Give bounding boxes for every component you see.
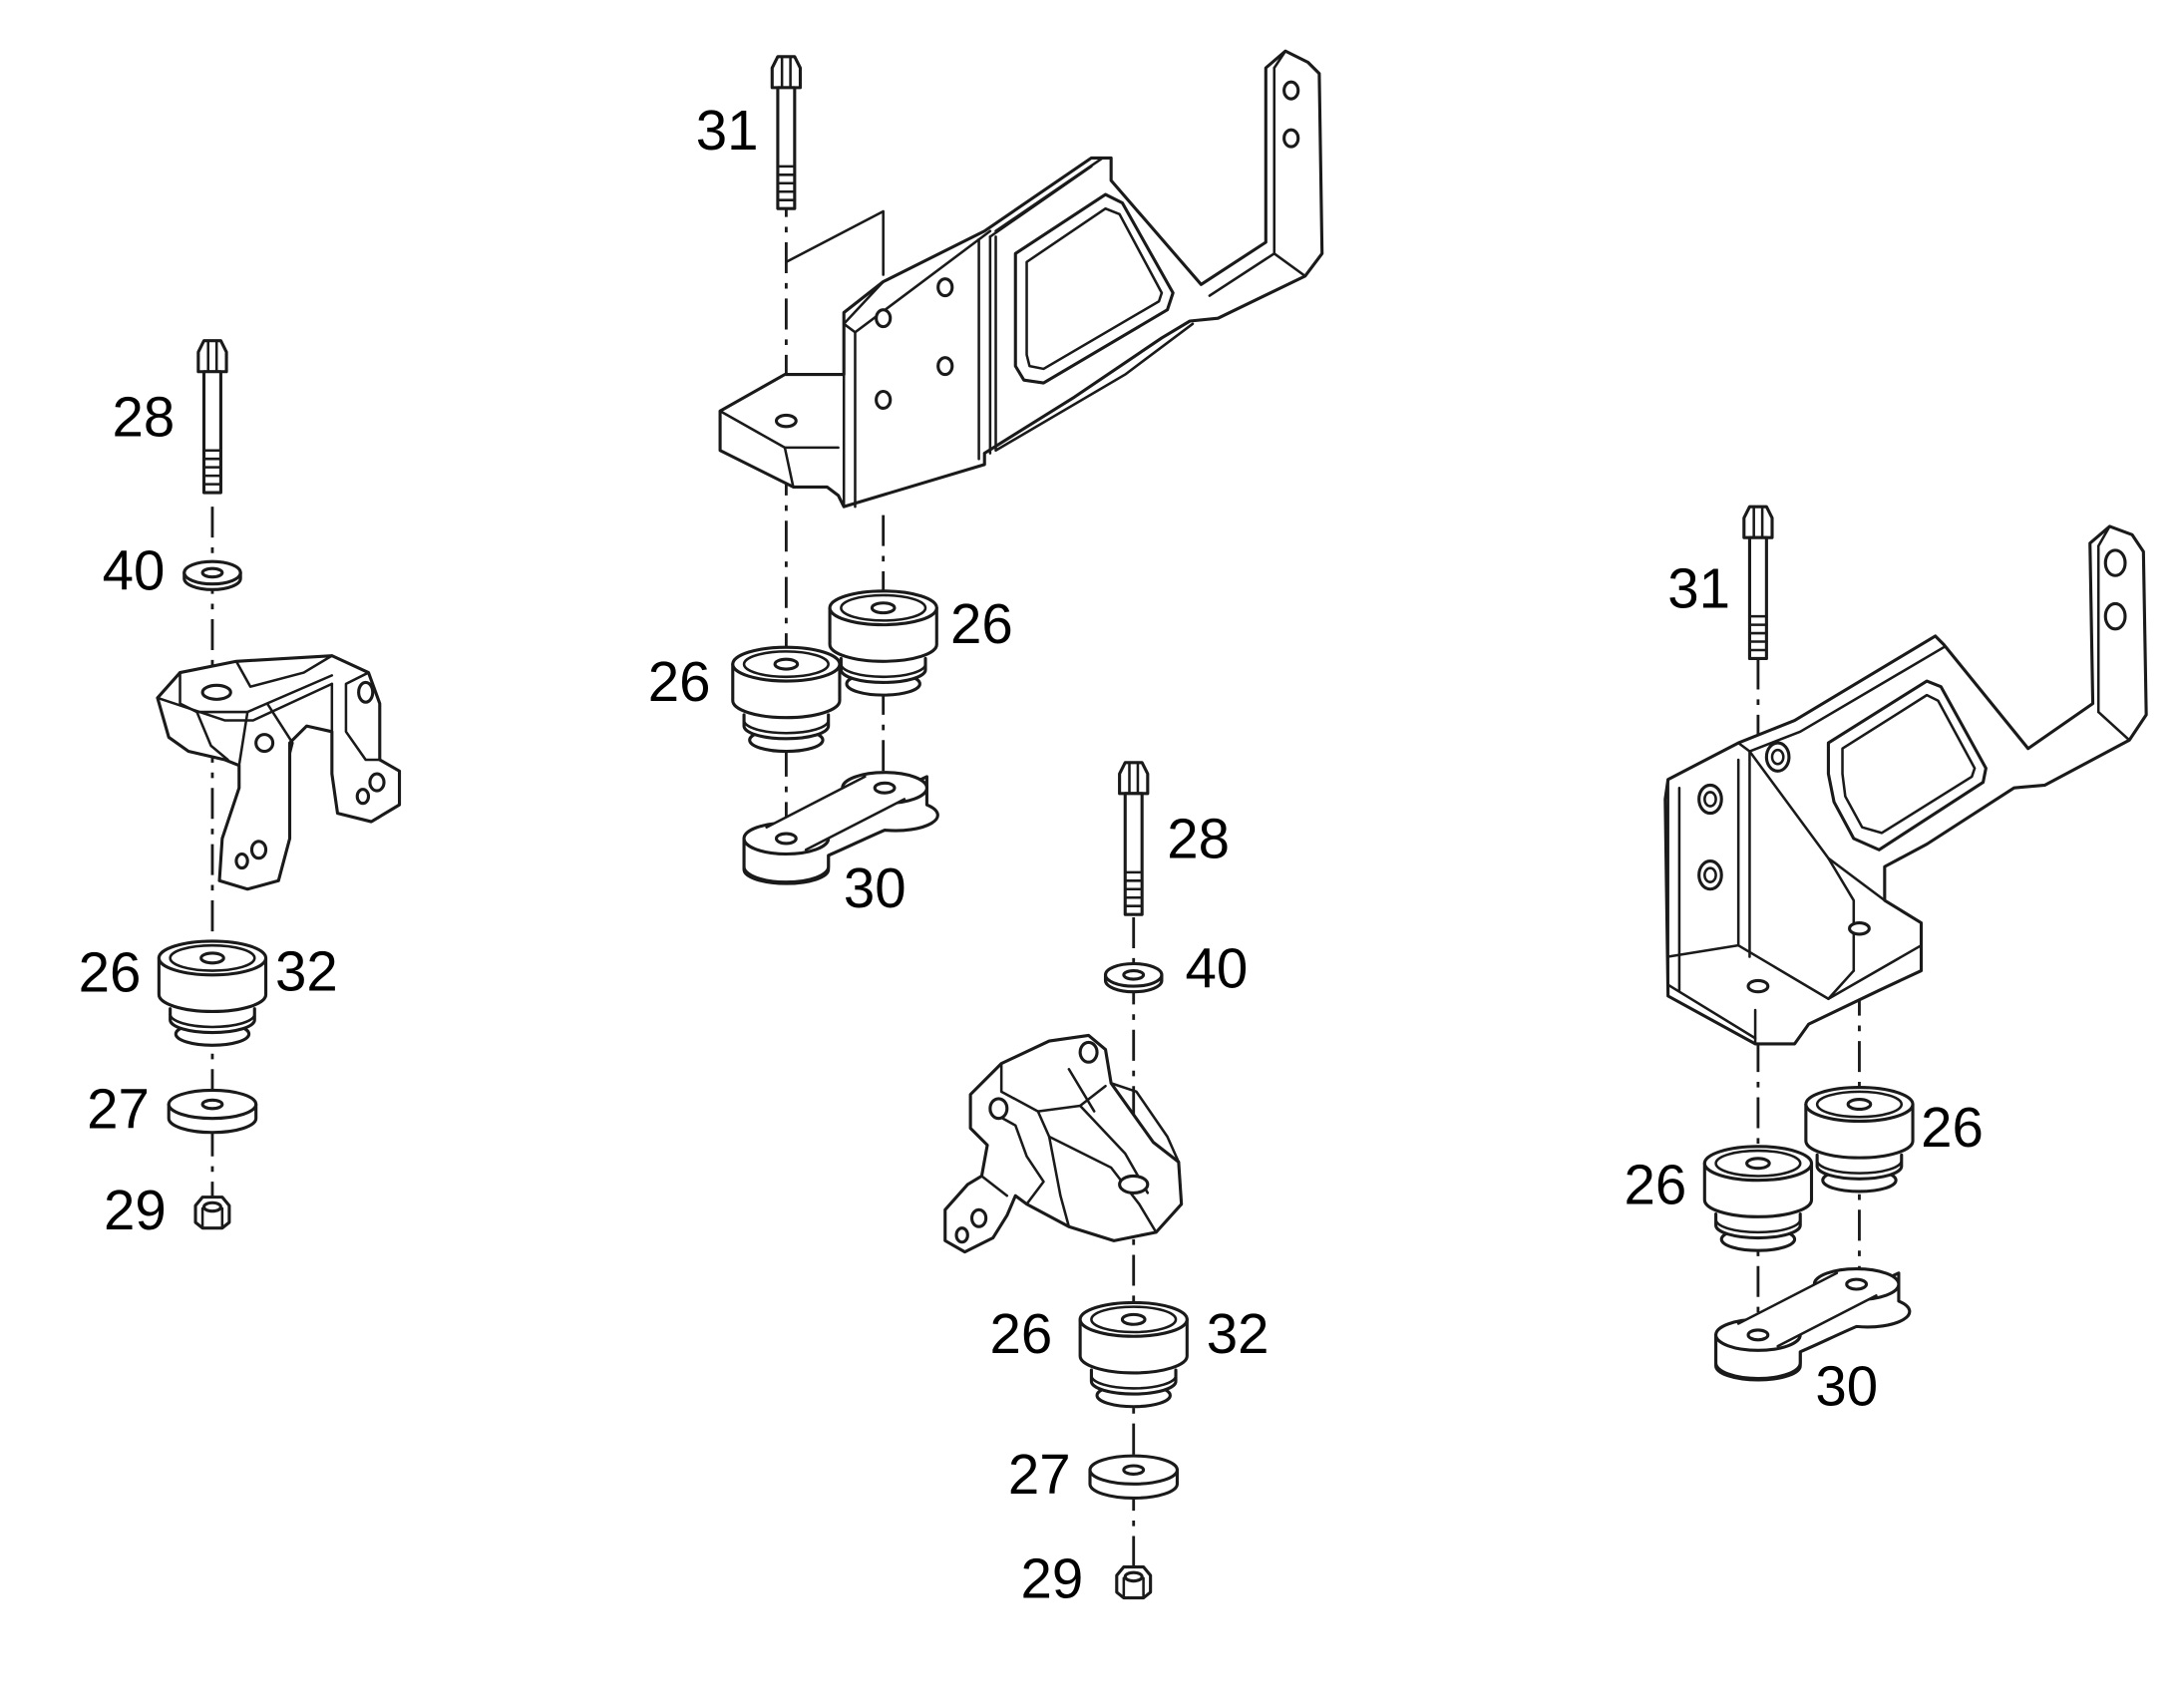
- callout-center-top-bolt: 31: [696, 99, 759, 162]
- center-bottom-rubber-mount: [1078, 1300, 1189, 1409]
- right-assembly: [1663, 505, 2148, 1382]
- callout-left-mount-b: 32: [275, 939, 338, 1002]
- right-bracket: [1663, 524, 2148, 1046]
- callout-center-bottom-nut: 29: [1021, 1547, 1084, 1610]
- callout-left-mount: 26: [79, 941, 142, 1004]
- callout-center-bottom-bolt: 28: [1167, 808, 1230, 870]
- callout-labels: 28 40 26 32 27 29 31 26 26 30 28 40 26 3…: [79, 99, 1984, 1610]
- center-top-bolt: [770, 55, 803, 210]
- center-bottom-thick-disc: [1088, 1454, 1179, 1500]
- center-bottom-bolt: [1118, 761, 1150, 916]
- left-washer: [182, 559, 242, 591]
- center-bottom-assembly: [943, 761, 1189, 1600]
- left-assembly: [156, 339, 402, 1230]
- callout-right-mount-b: 26: [1921, 1096, 1984, 1159]
- callout-center-bottom-mount: 26: [990, 1302, 1053, 1365]
- center-top-rubber-mount-b: [828, 589, 938, 697]
- center-top-bracket: [718, 49, 1324, 509]
- right-rubber-mount-b: [1804, 1086, 1915, 1194]
- center-top-assembly: [718, 49, 1324, 885]
- callout-right-mount-a: 26: [1625, 1154, 1687, 1216]
- left-bracket: [156, 654, 402, 891]
- callout-left-nut: 29: [104, 1179, 167, 1241]
- callout-center-bottom-disc: 27: [1008, 1443, 1071, 1506]
- center-bottom-nut: [1115, 1564, 1153, 1600]
- right-link-plate: [1714, 1266, 1912, 1382]
- callout-right-link: 30: [1815, 1354, 1878, 1417]
- left-thick-disc: [167, 1088, 258, 1135]
- callout-center-top-link: 30: [844, 856, 907, 919]
- left-rubber-mount: [157, 939, 268, 1047]
- center-top-leader: [785, 209, 885, 276]
- callout-left-bolt: 28: [112, 386, 175, 449]
- center-top-link-plate: [742, 771, 939, 885]
- callout-left-disc: 27: [87, 1078, 150, 1141]
- callout-center-bottom-mount-b: 32: [1207, 1302, 1270, 1365]
- center-top-rubber-mount-a: [731, 645, 842, 754]
- callout-right-bolt: 31: [1667, 557, 1730, 620]
- left-bolt: [196, 339, 228, 495]
- callout-center-top-mount-b: 26: [950, 592, 1013, 655]
- right-bolt: [1742, 505, 1774, 661]
- callout-center-bottom-washer: 40: [1186, 936, 1249, 999]
- callout-left-washer: 40: [103, 538, 166, 601]
- center-bottom-washer: [1103, 961, 1164, 994]
- callout-center-top-mount-a: 26: [648, 650, 711, 713]
- right-rubber-mount-a: [1702, 1145, 1814, 1252]
- left-nut: [193, 1196, 231, 1230]
- center-bottom-bracket: [943, 1033, 1184, 1254]
